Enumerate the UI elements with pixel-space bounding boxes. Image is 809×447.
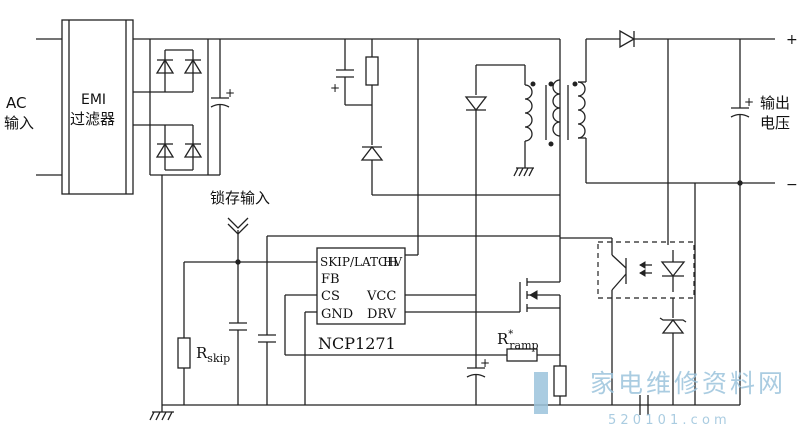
ic-connections: + <box>177 217 560 405</box>
emi-output-wiring <box>133 38 560 126</box>
output-voltage-label: 电压 <box>760 114 790 132</box>
snubber-clamp: + <box>330 39 560 196</box>
ac-input-label: 输入 <box>4 114 34 132</box>
optocoupler <box>560 237 695 405</box>
bridge-rectifier <box>149 39 209 176</box>
pin-skip-latch: SKIP/LATCH <box>320 255 398 269</box>
aux-winding-circuit <box>464 64 536 240</box>
pin-drv: DRV <box>367 307 397 322</box>
mosfet-switch <box>519 272 561 355</box>
hv-feed <box>417 39 561 272</box>
ac-label: AC <box>6 94 26 112</box>
vcc-cap-plus: + <box>480 356 490 370</box>
watermark-url: 5 2 0 1 0 1 . c o m <box>608 413 727 428</box>
output-cap-plus: + <box>744 95 754 109</box>
emi-filter-block <box>61 19 134 195</box>
ic-part-number: NCP1271 <box>318 334 396 353</box>
ac-input-wiring <box>36 38 62 176</box>
rskip-label: Rskip <box>196 344 230 365</box>
bulk-cap-plus: + <box>225 86 235 100</box>
ncp1271-ic: SKIP/LATCH HV FB CS VCC GND DRV NCP1271 <box>316 247 406 353</box>
watermark: 家电维修资料网 5 2 0 1 0 1 . c o m <box>534 369 786 428</box>
shunt-regulator <box>639 183 741 415</box>
bulk-capacitor: + <box>208 39 235 176</box>
pin-cs: CS <box>321 289 340 304</box>
emi-filter-label: 过滤器 <box>70 110 115 128</box>
pin-gnd: GND <box>321 307 353 322</box>
latch-input-label: 锁存输入 <box>210 189 270 207</box>
snubber-cap-plus: + <box>330 81 340 95</box>
output-label: 输出 <box>760 94 790 112</box>
watermark-text: 家电维修资料网 <box>590 369 786 398</box>
rramp-label: R*ramp <box>497 329 539 352</box>
output-plus-label: + <box>786 32 798 48</box>
pin-hv: HV <box>383 255 402 269</box>
emi-label: EMI <box>81 92 106 108</box>
pin-vcc: VCC <box>366 289 396 304</box>
transformer <box>545 79 586 147</box>
ramp-and-sense <box>506 348 567 405</box>
pin-fb: FB <box>321 272 340 287</box>
output-minus-label: − <box>786 177 798 193</box>
secondary-output: + <box>585 29 775 320</box>
